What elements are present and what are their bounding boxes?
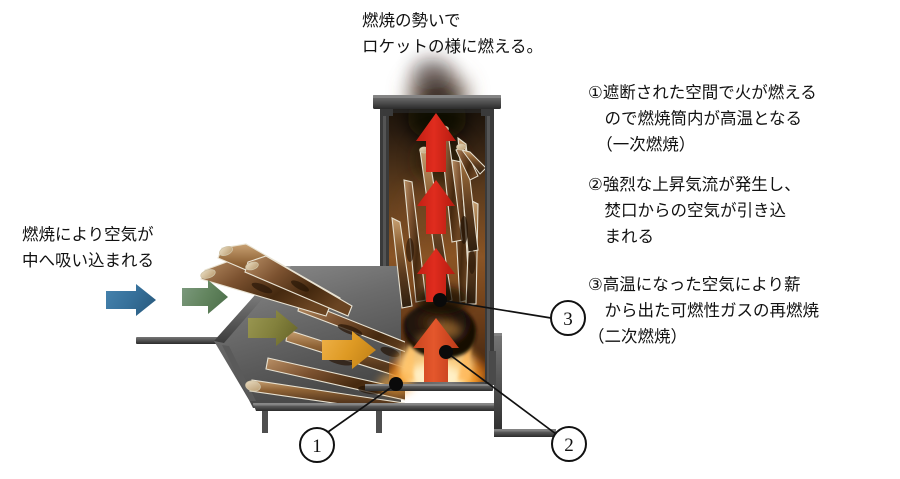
callout-leaders [327, 299, 557, 435]
base-plate [253, 403, 497, 411]
flame-draft-arrows [413, 113, 459, 382]
air-arrow-outside [106, 284, 156, 316]
wood-cut-end [219, 245, 233, 257]
ash-bracket [494, 333, 556, 437]
callout-3[interactable]: 3 [550, 300, 586, 336]
wood-cut-end [245, 380, 261, 392]
note-item-1: ①遮断された空間で火が燃える ので燃焼筒内が高温となる （一次燃焼） [588, 84, 817, 154]
callout-2[interactable]: 2 [551, 426, 587, 462]
chimney-right-stub [489, 351, 496, 385]
air-intake-arrows [106, 280, 376, 369]
callout-3-label: 3 [563, 309, 573, 330]
left-annotation-text: 燃焼により空気が 中へ吸い込まれる [22, 226, 154, 270]
page-title: 燃焼の勢いで ロケットの様に燃える。 [362, 12, 544, 56]
callout-1[interactable]: 1 [299, 427, 335, 463]
air-arrow-chute-inner [322, 331, 376, 369]
chimney-mid-arrow [417, 180, 455, 234]
air-arrow-intake [182, 280, 228, 314]
chimney-cap [373, 95, 501, 116]
chute-outer-rail [136, 337, 218, 344]
chimney-top-arrow [416, 113, 456, 172]
callout-1-label: 1 [312, 436, 322, 457]
wood-cut-end [200, 269, 216, 279]
base-legs [262, 411, 382, 433]
callout-dot-1 [389, 377, 403, 391]
chimney-lower-arrow [417, 248, 455, 302]
callout-dots [389, 293, 453, 391]
note-item-2: ②強烈な上昇気流が発生し、 焚口からの空気が引き込 まれる [588, 176, 801, 246]
callout-2-label: 2 [564, 435, 574, 456]
air-arrow-chute-mid [248, 310, 298, 346]
callout-dot-3 [433, 293, 447, 307]
note-item-3: ③高温になった空気により薪 から出た可燃性ガスの再燃焼 （二次燃焼） [588, 276, 819, 346]
firebox-grate [365, 384, 493, 391]
callout-dot-2 [439, 345, 453, 359]
firebox-arrow [413, 318, 459, 382]
wood-cut-end [245, 261, 259, 271]
